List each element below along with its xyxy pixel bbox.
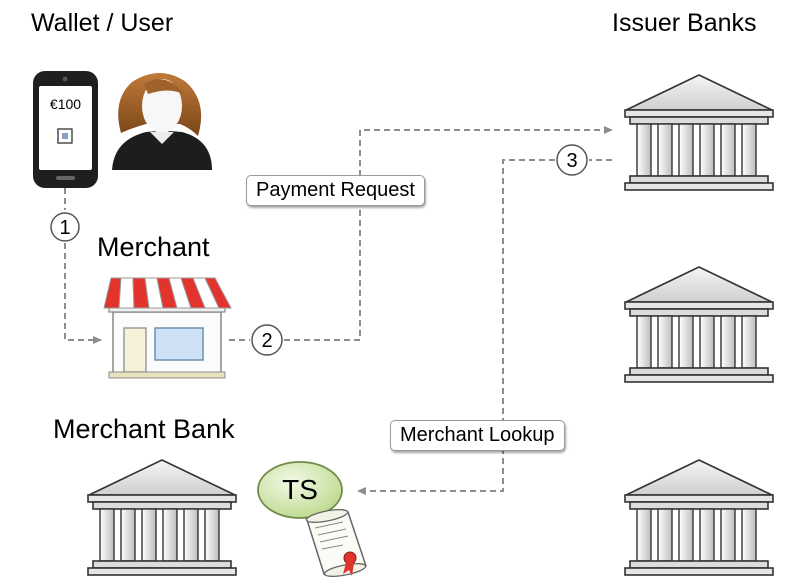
payment-request-label: Payment Request — [246, 175, 425, 206]
ts-label: TS — [282, 474, 318, 505]
phone-balance: €100 — [49, 96, 82, 112]
merchant-bank-icon — [87, 459, 237, 576]
certificate-scroll-icon — [305, 509, 367, 577]
issuer-banks-title: Issuer Banks — [612, 9, 757, 37]
issuer-bank-1-icon — [624, 74, 774, 191]
merchant-lookup-label: Merchant Lookup — [390, 420, 565, 451]
phone-icon — [33, 71, 98, 188]
connector-merchant-lookup — [357, 159, 555, 495]
merchant-bank-title: Merchant Bank — [53, 414, 235, 444]
user-avatar-icon — [112, 73, 212, 170]
merchant-title: Merchant — [97, 232, 210, 262]
wallet-user-title: Wallet / User — [31, 9, 174, 37]
issuer-bank-3-icon — [624, 459, 774, 576]
connector-step1-to-merchant — [64, 243, 102, 344]
merchant-shop-icon — [103, 277, 232, 379]
ts-badge — [257, 461, 343, 519]
issuer-bank-2-icon — [624, 266, 774, 383]
connector-payment-request — [284, 126, 613, 341]
